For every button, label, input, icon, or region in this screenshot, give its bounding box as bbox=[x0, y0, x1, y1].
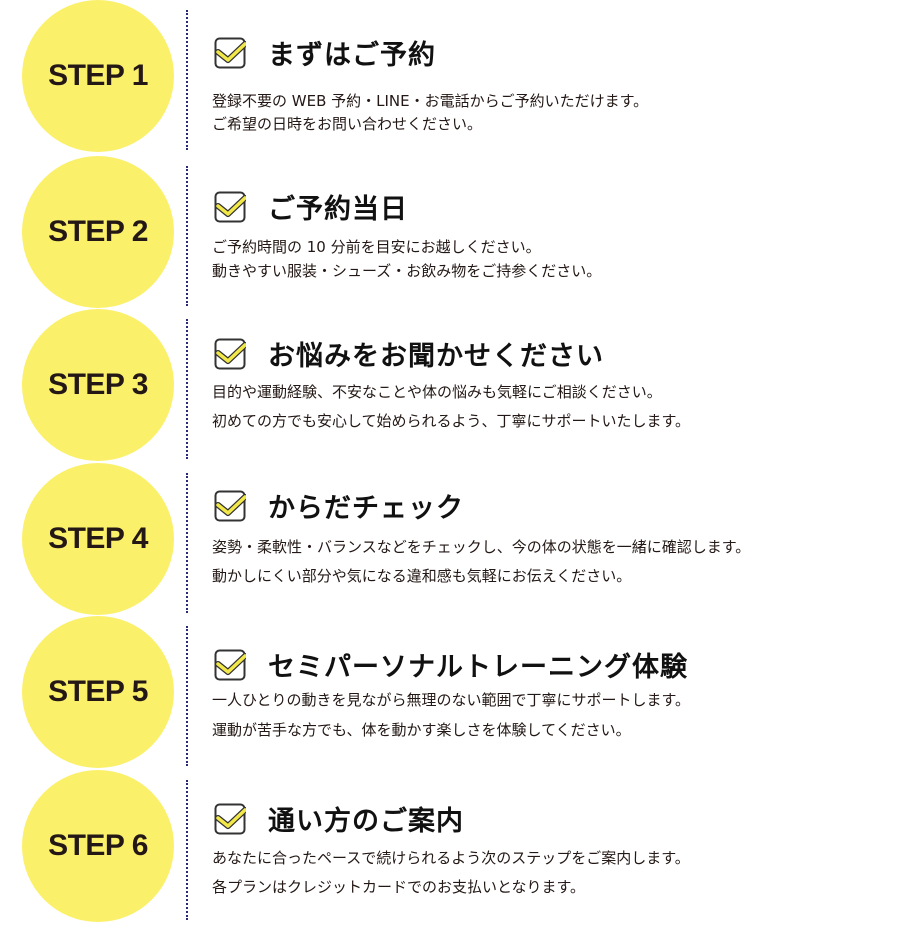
step-description-line-1: 登録不要の WEB 予約・LINE・お電話からご予約いただけます。 bbox=[212, 92, 649, 110]
step-heading: 通い方のご案内 bbox=[214, 799, 464, 838]
step-title: お悩みをお聞かせください bbox=[268, 341, 604, 372]
step-description-line-1: 一人ひとりの動きを見ながら無理のない範囲で丁寧にサポートします。 bbox=[212, 691, 691, 709]
step-title: からだチェック bbox=[268, 493, 464, 524]
step-description-line-1: あなたに合ったペースで続けられるよう次のステップをご案内します。 bbox=[212, 849, 690, 867]
step-description-line-2: 動かしにくい部分や気になる違和感も気軽にお伝えください。 bbox=[212, 567, 632, 585]
step-label: STEP 5 bbox=[48, 675, 148, 708]
step-heading: セミパーソナルトレーニング体験 bbox=[214, 645, 688, 684]
step-6: STEP 6 通い方のご案内 あなたに合ったペースで続けられるよう次のステップを… bbox=[0, 770, 900, 923]
dotted-divider bbox=[186, 319, 188, 459]
step-description-line-2: 各プランはクレジットカードでのお支払いとなります。 bbox=[212, 878, 586, 896]
step-badge: STEP 5 bbox=[22, 616, 174, 768]
checkbox-checked-icon bbox=[214, 37, 246, 68]
step-badge: STEP 2 bbox=[22, 156, 174, 308]
step-badge: STEP 6 bbox=[22, 770, 174, 922]
step-description-line-1: 目的や運動経験、不安なことや体の悩みも気軽にご相談ください。 bbox=[212, 383, 662, 401]
checkbox-checked-icon bbox=[214, 490, 246, 521]
step-title: まずはご予約 bbox=[268, 40, 436, 71]
dotted-divider bbox=[186, 473, 188, 613]
step-title: セミパーソナルトレーニング体験 bbox=[268, 652, 688, 683]
step-2: STEP 2 ご予約当日 ご予約時間の 10 分前を目安にお越しください。 動き… bbox=[0, 156, 900, 309]
step-label: STEP 2 bbox=[48, 215, 148, 248]
step-description-line-2: 初めての方でも安心して始められるよう、丁寧にサポートいたします。 bbox=[212, 412, 691, 430]
step-description-line-1: 姿勢・柔軟性・バランスなどをチェックし、今の体の状態を一緒に確認します。 bbox=[212, 538, 751, 556]
step-heading: お悩みをお聞かせください bbox=[214, 334, 604, 373]
step-description-line-2: 運動が苦手な方でも、体を動かす楽しさを体験してください。 bbox=[212, 721, 631, 739]
step-heading: ご予約当日 bbox=[214, 187, 408, 226]
step-3: STEP 3 お悩みをお聞かせください 目的や運動経験、不安なことや体の悩みも気… bbox=[0, 309, 900, 462]
step-description-line-2: 動きやすい服装・シューズ・お飲み物をご持参ください。 bbox=[212, 262, 602, 280]
checkbox-checked-icon bbox=[214, 649, 246, 680]
step-label: STEP 3 bbox=[48, 368, 148, 401]
dotted-divider bbox=[186, 10, 188, 150]
step-5: STEP 5 セミパーソナルトレーニング体験 一人ひとりの動きを見ながら無理のな… bbox=[0, 616, 900, 769]
dotted-divider bbox=[186, 626, 188, 766]
step-4: STEP 4 からだチェック 姿勢・柔軟性・バランスなどをチェックし、今の体の状… bbox=[0, 463, 900, 616]
step-heading: まずはご予約 bbox=[214, 33, 436, 72]
step-title: ご予約当日 bbox=[268, 194, 408, 225]
step-label: STEP 6 bbox=[48, 829, 148, 862]
step-label: STEP 1 bbox=[48, 59, 148, 92]
step-label: STEP 4 bbox=[48, 522, 148, 555]
dotted-divider bbox=[186, 780, 188, 920]
checkbox-checked-icon bbox=[214, 803, 246, 834]
step-badge: STEP 1 bbox=[22, 0, 174, 152]
step-1: STEP 1 まずはご予約 登録不要の WEB 予約・LINE・お電話からご予約… bbox=[0, 0, 900, 153]
step-heading: からだチェック bbox=[214, 486, 464, 525]
checkbox-checked-icon bbox=[214, 338, 246, 369]
step-description-line-1: ご予約時間の 10 分前を目安にお越しください。 bbox=[212, 238, 541, 256]
dotted-divider bbox=[186, 166, 188, 306]
step-badge: STEP 4 bbox=[22, 463, 174, 615]
checkbox-checked-icon bbox=[214, 191, 246, 222]
step-title: 通い方のご案内 bbox=[268, 806, 464, 837]
step-description-line-2: ご希望の日時をお問い合わせください。 bbox=[212, 115, 483, 133]
step-badge: STEP 3 bbox=[22, 309, 174, 461]
